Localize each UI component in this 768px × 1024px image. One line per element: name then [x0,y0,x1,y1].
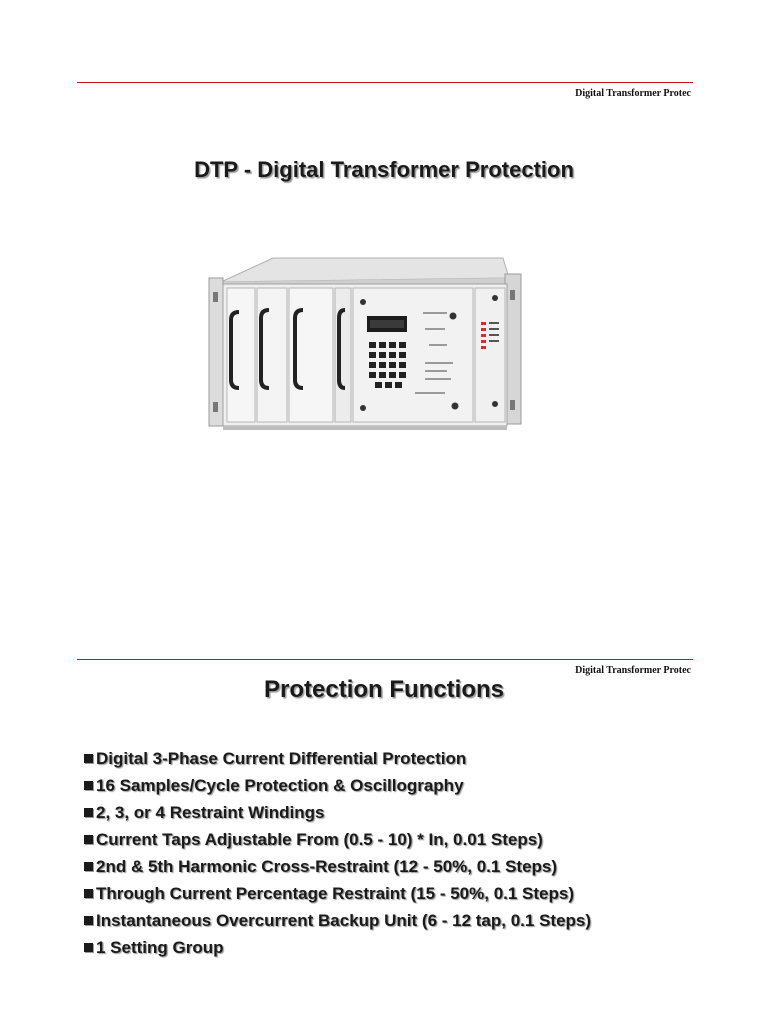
list-item: Instantaneous Overcurrent Backup Unit (6… [84,907,591,934]
list-item: Through Current Percentage Restraint (15… [84,880,591,907]
list-item: Current Taps Adjustable From (0.5 - 10) … [84,826,591,853]
running-head: Digital Transformer Protec [575,88,691,99]
list-item: 1 Setting Group [84,934,591,961]
list-item: Digital 3-Phase Current Differential Pro… [84,745,591,772]
slide-title: DTP - Digital Transformer Protection [194,157,574,182]
protection-functions-list: Digital 3-Phase Current Differential Pro… [84,745,591,961]
bullet-square-icon [84,943,93,952]
header-rule [77,659,693,660]
list-item: 16 Samples/Cycle Protection & Oscillogra… [84,772,591,799]
relay-unit-photo [208,257,522,430]
bullet-square-icon [84,754,93,763]
running-head: Digital Transformer Protec [575,665,691,676]
bullet-square-icon [84,808,93,817]
slide-title: Protection Functions [264,676,504,703]
bullet-square-icon [84,916,93,925]
list-item: 2, 3, or 4 Restraint Windings [84,799,591,826]
header-rule [77,82,693,83]
list-item: 2nd & 5th Harmonic Cross-Restraint (12 -… [84,853,591,880]
bullet-square-icon [84,781,93,790]
bullet-square-icon [84,835,93,844]
bullet-square-icon [84,862,93,871]
bullet-square-icon [84,889,93,898]
